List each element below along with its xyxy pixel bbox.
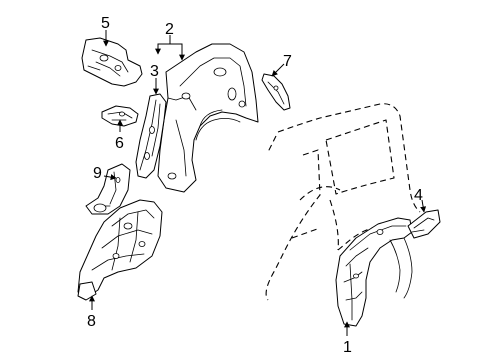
part-6-small-bracket	[101, 105, 139, 127]
vehicle-body-outline	[265, 103, 421, 301]
part-1-wheel-arch	[335, 217, 413, 327]
leader-7	[271, 63, 285, 77]
leader-lines	[89, 30, 427, 336]
part-9-lower-bracket	[85, 163, 131, 215]
callout-7: 7	[283, 53, 292, 70]
callout-9: 9	[93, 165, 102, 182]
callout-3: 3	[150, 63, 159, 80]
callout-5: 5	[101, 15, 110, 32]
leader-9	[103, 174, 117, 181]
leader-4	[420, 199, 427, 213]
part-7-trim-bracket	[261, 73, 291, 111]
part-2-quarter-panel	[157, 43, 259, 193]
part-5-upper-bracket	[81, 37, 143, 87]
callout-1: 1	[343, 339, 352, 356]
part-8-inner-wheel-housing	[77, 199, 163, 301]
leader-2-right	[170, 43, 185, 61]
callout-labels: 5 6 2 3 7 9 8 4 1	[87, 15, 423, 356]
callout-8: 8	[87, 313, 96, 330]
part-3-pillar-reinforcement	[135, 93, 167, 179]
callout-4: 4	[414, 187, 423, 204]
part-4-cover	[407, 209, 441, 239]
callout-2: 2	[165, 21, 174, 38]
callout-6: 6	[115, 135, 124, 152]
